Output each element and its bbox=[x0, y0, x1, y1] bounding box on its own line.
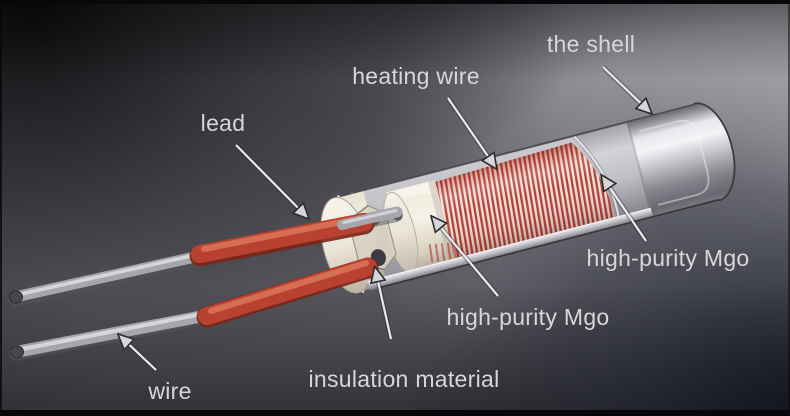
shell-reflection bbox=[638, 119, 710, 206]
tube-bottom-edge bbox=[377, 198, 719, 289]
shell-end-outline bbox=[693, 102, 736, 202]
upper-lead-segment-highlight bbox=[342, 209, 398, 224]
lower-sleeve-highlight bbox=[208, 260, 369, 314]
upper-wire-tip bbox=[9, 290, 23, 304]
heating-wire-label: heating wire bbox=[352, 63, 480, 89]
callout-arrows bbox=[119, 65, 651, 372]
core-top-facet bbox=[386, 180, 439, 200]
mgo-upper-label: high-purity Mgo bbox=[586, 245, 749, 271]
lower-sleeve bbox=[198, 258, 377, 325]
wire-arrow bbox=[119, 335, 158, 372]
shell-seam bbox=[626, 123, 653, 216]
lead-arrow bbox=[234, 143, 308, 218]
heater-body bbox=[320, 102, 736, 297]
tube-top-edge bbox=[353, 103, 695, 194]
shell-end-cap bbox=[678, 103, 735, 201]
lower-wire-tip bbox=[10, 345, 24, 359]
insulation-label: insulation material bbox=[308, 366, 499, 392]
shell-arrow bbox=[601, 65, 651, 113]
mgo-lower-arrow bbox=[432, 217, 500, 298]
callout-labels: the shell heating wire lead high-purity … bbox=[147, 31, 749, 404]
shell-front-lip-highlight bbox=[367, 207, 651, 283]
frame-top bbox=[0, 0, 790, 4]
wire-label: wire bbox=[147, 378, 191, 404]
shell-label: the shell bbox=[547, 31, 635, 57]
upper-wire bbox=[8, 206, 403, 307]
lower-wire-highlight bbox=[18, 310, 214, 352]
insulation-arrow bbox=[375, 268, 394, 340]
frame-right bbox=[788, 0, 790, 416]
lower-wire bbox=[9, 257, 379, 361]
heating-wire-arrow bbox=[445, 96, 499, 168]
upper-lead-segment bbox=[337, 207, 402, 230]
upper-sleeve-highlight bbox=[201, 215, 365, 252]
lead-wires bbox=[8, 206, 403, 361]
shell-front-lip bbox=[367, 207, 654, 291]
upper-sleeve bbox=[191, 213, 373, 263]
mgo-upper-arrow bbox=[599, 176, 649, 243]
frame-bottom bbox=[0, 410, 790, 416]
frame-left bbox=[0, 0, 2, 416]
mgo-lower-label: high-purity Mgo bbox=[446, 304, 609, 330]
lead-label: lead bbox=[201, 110, 246, 136]
